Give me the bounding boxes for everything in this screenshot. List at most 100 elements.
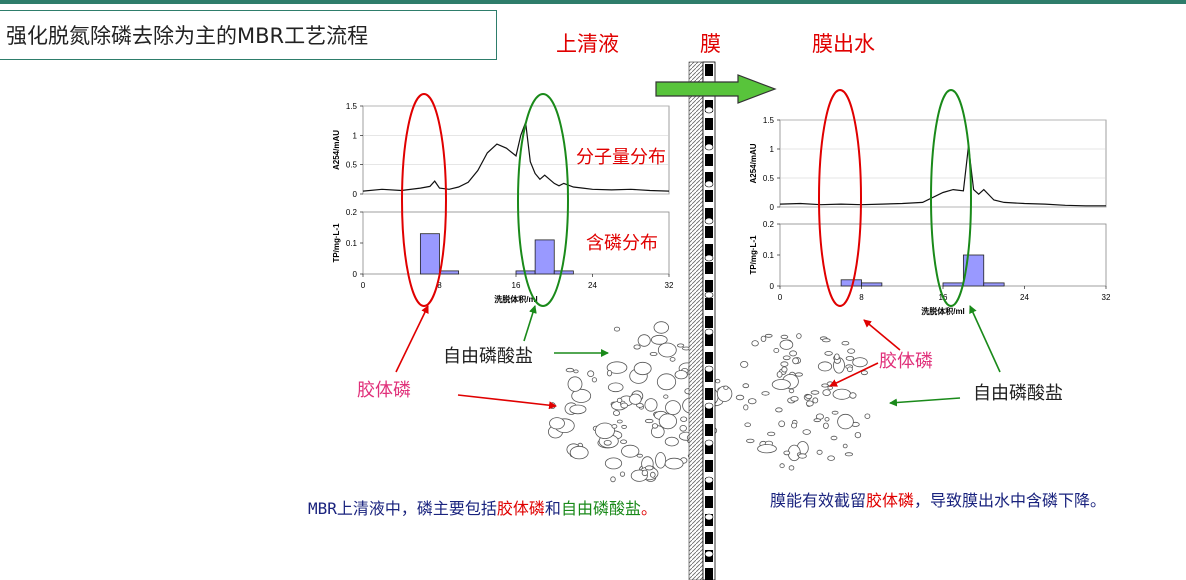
particle <box>567 376 583 392</box>
y-axis-label: TP/mg·L-1 <box>749 235 758 275</box>
uv-series-line <box>779 146 1106 207</box>
particle <box>606 361 628 374</box>
x-tick-label: 24 <box>1020 293 1029 302</box>
header-permeate: 膜出水 <box>812 32 875 56</box>
particle <box>864 413 871 419</box>
particle <box>637 334 651 347</box>
membrane-gap <box>704 513 714 521</box>
particle <box>783 450 791 456</box>
x-tick-label: 16 <box>512 281 521 290</box>
particle <box>723 385 729 390</box>
particle <box>827 385 833 390</box>
particle <box>781 366 788 373</box>
arrow-free-right-up <box>969 305 1001 373</box>
tp-bar <box>419 233 440 275</box>
x-tick-label: 32 <box>665 281 674 290</box>
particle <box>649 351 658 356</box>
note-left: MBR上清液中，磷主要包括胶体磷和自由磷酸盐。 <box>308 498 680 520</box>
particle <box>591 377 598 383</box>
tp-bar <box>942 282 964 287</box>
particle <box>633 361 652 376</box>
membrane-pore <box>705 154 713 166</box>
particle <box>822 389 831 397</box>
particle <box>680 416 688 422</box>
membrane-pore <box>705 334 713 346</box>
particle <box>613 326 621 332</box>
membrane-pore <box>705 406 713 418</box>
particle <box>767 431 776 437</box>
particle <box>824 351 833 356</box>
y-tick-label: 1.5 <box>346 102 358 111</box>
particle <box>571 388 592 403</box>
membrane-pore <box>705 478 713 490</box>
membrane-pore <box>705 100 713 112</box>
particle <box>824 417 830 422</box>
particle <box>742 383 750 389</box>
plot-frame <box>362 105 670 195</box>
membrane-gap <box>704 328 714 336</box>
particle <box>842 443 848 449</box>
particle <box>549 417 565 430</box>
particle <box>613 410 621 417</box>
membrane-pore <box>705 64 713 76</box>
particle <box>587 370 595 378</box>
particle <box>663 394 669 399</box>
particle <box>616 397 623 403</box>
particle <box>644 465 654 471</box>
arrow-free-left-up <box>523 305 537 342</box>
particle <box>655 452 667 469</box>
particle <box>788 388 795 394</box>
membrane-pore <box>705 460 713 472</box>
particle <box>735 394 745 401</box>
particle <box>607 382 624 393</box>
plot-frame <box>779 223 1107 287</box>
particle <box>847 348 856 354</box>
membrane-pore <box>705 568 713 580</box>
tp-bar <box>983 282 1005 287</box>
arrow-colloidal-right-up <box>863 319 901 351</box>
x-tick-label: 0 <box>361 281 366 290</box>
particle <box>604 457 623 470</box>
particle <box>649 471 656 478</box>
particle <box>782 355 791 361</box>
particle <box>679 424 687 432</box>
particle <box>569 445 589 460</box>
membrane-gap <box>704 476 714 484</box>
y-axis-label: TP/mg·L-1 <box>332 223 341 263</box>
note-left-and: 和 <box>544 499 561 518</box>
particle <box>751 340 759 347</box>
particle <box>747 398 757 405</box>
arrow-colloidal-right-down <box>829 362 879 387</box>
colloidal-ellipse-right <box>818 89 862 307</box>
page-title: 强化脱氮除磷去除为主的MBR工艺流程 <box>0 10 497 60</box>
particle <box>832 388 852 400</box>
membrane-pore <box>705 316 713 328</box>
tp-bar <box>553 270 574 275</box>
particle <box>740 360 749 368</box>
particle <box>665 400 681 416</box>
particle <box>791 422 798 429</box>
particle <box>565 367 575 373</box>
membrane-pore <box>705 298 713 310</box>
particle <box>650 334 668 345</box>
membrane-pore <box>705 208 713 220</box>
particle <box>837 413 854 430</box>
particle <box>620 402 628 409</box>
membrane-pore <box>705 532 713 544</box>
particle <box>636 453 643 458</box>
note-right-rest: ，导致膜出水中含磷下降。 <box>914 491 1107 510</box>
label-mw-distribution: 分子量分布 <box>576 147 666 168</box>
particle <box>621 444 640 458</box>
membrane-pore <box>705 280 713 292</box>
x-tick-label: 24 <box>588 281 597 290</box>
particle <box>854 431 862 439</box>
particle <box>849 392 857 399</box>
membrane-gap <box>704 180 714 188</box>
tp-bar <box>439 270 460 275</box>
particle <box>594 422 615 440</box>
membrane-gap <box>704 143 714 151</box>
particle <box>816 449 823 455</box>
particle <box>757 444 777 454</box>
membrane-gap <box>704 365 714 373</box>
membrane-pore <box>705 226 713 238</box>
